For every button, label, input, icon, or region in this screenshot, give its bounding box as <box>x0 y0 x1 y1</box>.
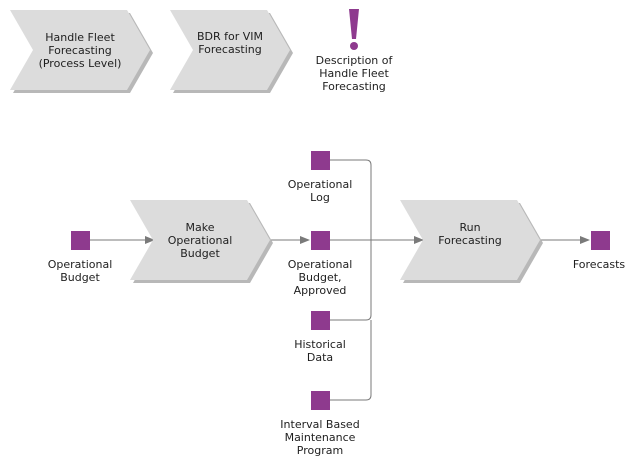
run-forecasting-chevron <box>400 200 543 283</box>
object-operational-log[interactable] <box>311 151 330 170</box>
exclamation-icon[interactable] <box>347 9 361 51</box>
historical-data-label: Historical Data <box>294 338 346 364</box>
operational-budget-label: Operational Budget <box>47 258 113 284</box>
operational-budget-approved-label: Operational Budget, Approved <box>287 258 353 297</box>
legend-description-label: Description of Handle Fleet Forecasting <box>315 54 393 93</box>
object-operational-budget[interactable] <box>71 231 90 250</box>
object-historical-data[interactable] <box>311 311 330 330</box>
object-operational-budget-approved[interactable] <box>311 231 330 250</box>
operational-log-label: Operational Log <box>287 178 353 204</box>
object-forecasts[interactable] <box>591 231 610 250</box>
legend-process-chevron <box>10 10 153 93</box>
make-budget-label: Make Operational Budget <box>167 220 233 260</box>
legend-bdr-chevron <box>170 10 293 93</box>
edge-interval-to-run <box>330 320 372 401</box>
legend-process-label: Handle Fleet Forecasting (Process Level) <box>38 30 122 70</box>
legend-bdr-label: BDR for VIM Forecasting <box>196 30 264 56</box>
function-run-forecasting[interactable]: Run Forecasting <box>400 200 543 283</box>
interval-maintenance-label: Interval Based Maintenance Program <box>280 418 360 457</box>
legend-process-shape[interactable]: Handle Fleet Forecasting (Process Level) <box>10 10 153 93</box>
legend-bdr-shape[interactable]: BDR for VIM Forecasting <box>170 10 293 93</box>
edge-historical-to-run <box>330 240 372 321</box>
object-interval-maintenance-program[interactable] <box>311 391 330 410</box>
run-forecasting-label: Run Forecasting <box>438 220 502 247</box>
edge-operational-log-to-run <box>330 159 372 240</box>
make-budget-chevron <box>130 200 273 283</box>
function-make-operational-budget[interactable]: Make Operational Budget <box>130 200 273 283</box>
forecasts-label: Forecasts <box>572 258 626 271</box>
